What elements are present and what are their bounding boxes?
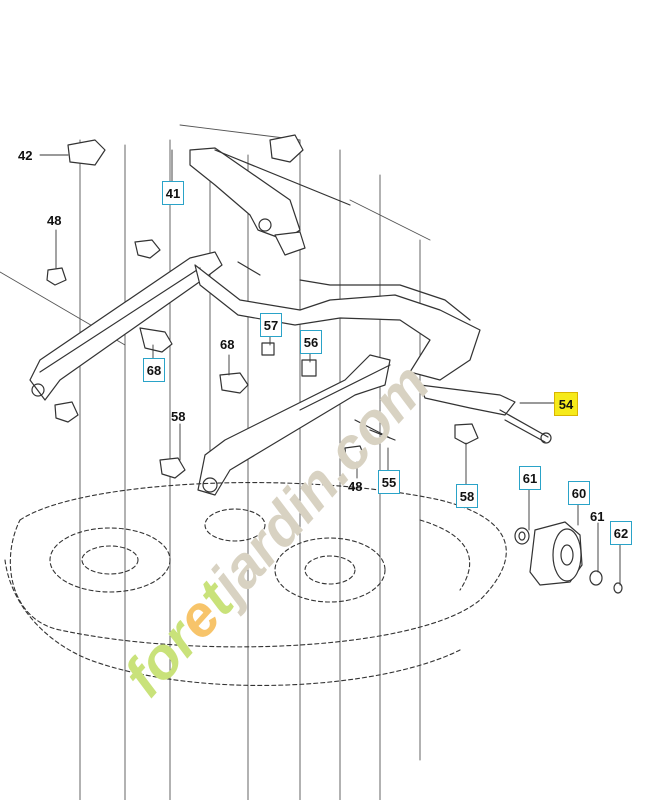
part-label-41[interactable]: 41 [162,181,184,205]
part-label-62[interactable]: 62 [610,521,632,545]
part-label-58-left: 58 [171,409,186,424]
part-label-58-right[interactable]: 58 [456,484,478,508]
part-label-54-highlighted[interactable]: 54 [554,392,578,416]
part-label-48-bottom: 48 [348,479,363,494]
part-label-57[interactable]: 57 [260,313,282,337]
part-label-68-mid: 68 [220,337,235,352]
part-label-68-left[interactable]: 68 [143,358,165,382]
part-label-60[interactable]: 60 [568,481,590,505]
part-label-55[interactable]: 55 [378,470,400,494]
part-label-56[interactable]: 56 [300,330,322,354]
part-label-61-right: 61 [590,509,605,524]
part-label-42: 42 [18,148,33,163]
part-label-48-top: 48 [47,213,62,228]
part-label-61-left[interactable]: 61 [519,466,541,490]
